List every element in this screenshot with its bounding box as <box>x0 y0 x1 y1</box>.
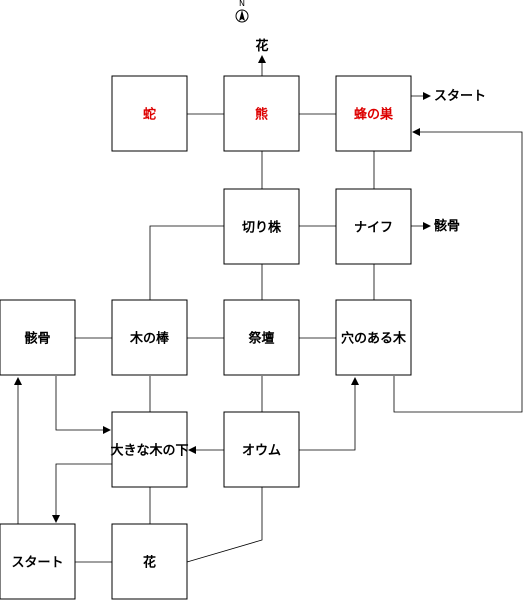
node-label: 大きな木の下 <box>110 443 188 459</box>
node-box <box>335 299 412 376</box>
node-box <box>111 299 188 376</box>
exit-labels: 花 スタート 骸骨 <box>255 38 486 234</box>
node-box <box>0 299 76 376</box>
node-box <box>223 411 300 488</box>
node-stump: 切り株 <box>223 188 300 265</box>
node-label: 切り株 <box>242 220 282 236</box>
node-box <box>111 75 188 152</box>
node-parrot: オウム <box>223 411 300 488</box>
node-label: 祭壇 <box>247 331 274 347</box>
node-start: スタート <box>0 523 76 600</box>
compass-north-icon: N <box>235 0 249 23</box>
node-box <box>223 299 300 376</box>
node-altar: 祭壇 <box>223 299 300 376</box>
node-beehive: 蜂の巣 <box>335 75 412 152</box>
node-stick: 木の棒 <box>111 299 188 376</box>
node-label: 蛇 <box>143 107 156 123</box>
exit-skeleton-label: 骸骨 <box>434 218 460 234</box>
node-skeleton: 骸骨 <box>0 299 76 376</box>
node-box <box>111 523 188 600</box>
node-label: 熊 <box>255 107 268 123</box>
exit-start-label: スタート <box>434 89 486 104</box>
node-knife: ナイフ <box>335 188 412 265</box>
node-flower: 花 <box>111 523 188 600</box>
node-label: 穴のある木 <box>341 331 407 347</box>
connections <box>75 113 375 563</box>
compass-label: N <box>239 0 245 8</box>
node-box <box>335 188 412 265</box>
node-box <box>0 523 76 600</box>
node-box <box>335 75 412 152</box>
node-label: 蜂の巣 <box>354 107 394 123</box>
node-label: オウム <box>242 444 281 459</box>
node-bigtree: 大きな木の下 <box>110 411 189 488</box>
arrows <box>14 55 523 524</box>
node-hollowtree: 穴のある木 <box>335 299 412 376</box>
node-box <box>223 75 300 152</box>
node-box <box>111 411 188 488</box>
node-label: ナイフ <box>354 221 393 236</box>
node-label: 木の棒 <box>129 331 170 347</box>
node-snake: 蛇 <box>111 75 188 152</box>
node-label: 花 <box>143 555 156 571</box>
node-box <box>223 188 300 265</box>
exit-flower-label: 花 <box>255 38 268 54</box>
node-label: スタート <box>11 556 63 571</box>
node-label: 骸骨 <box>24 331 50 347</box>
node-bear: 熊 <box>223 75 300 152</box>
